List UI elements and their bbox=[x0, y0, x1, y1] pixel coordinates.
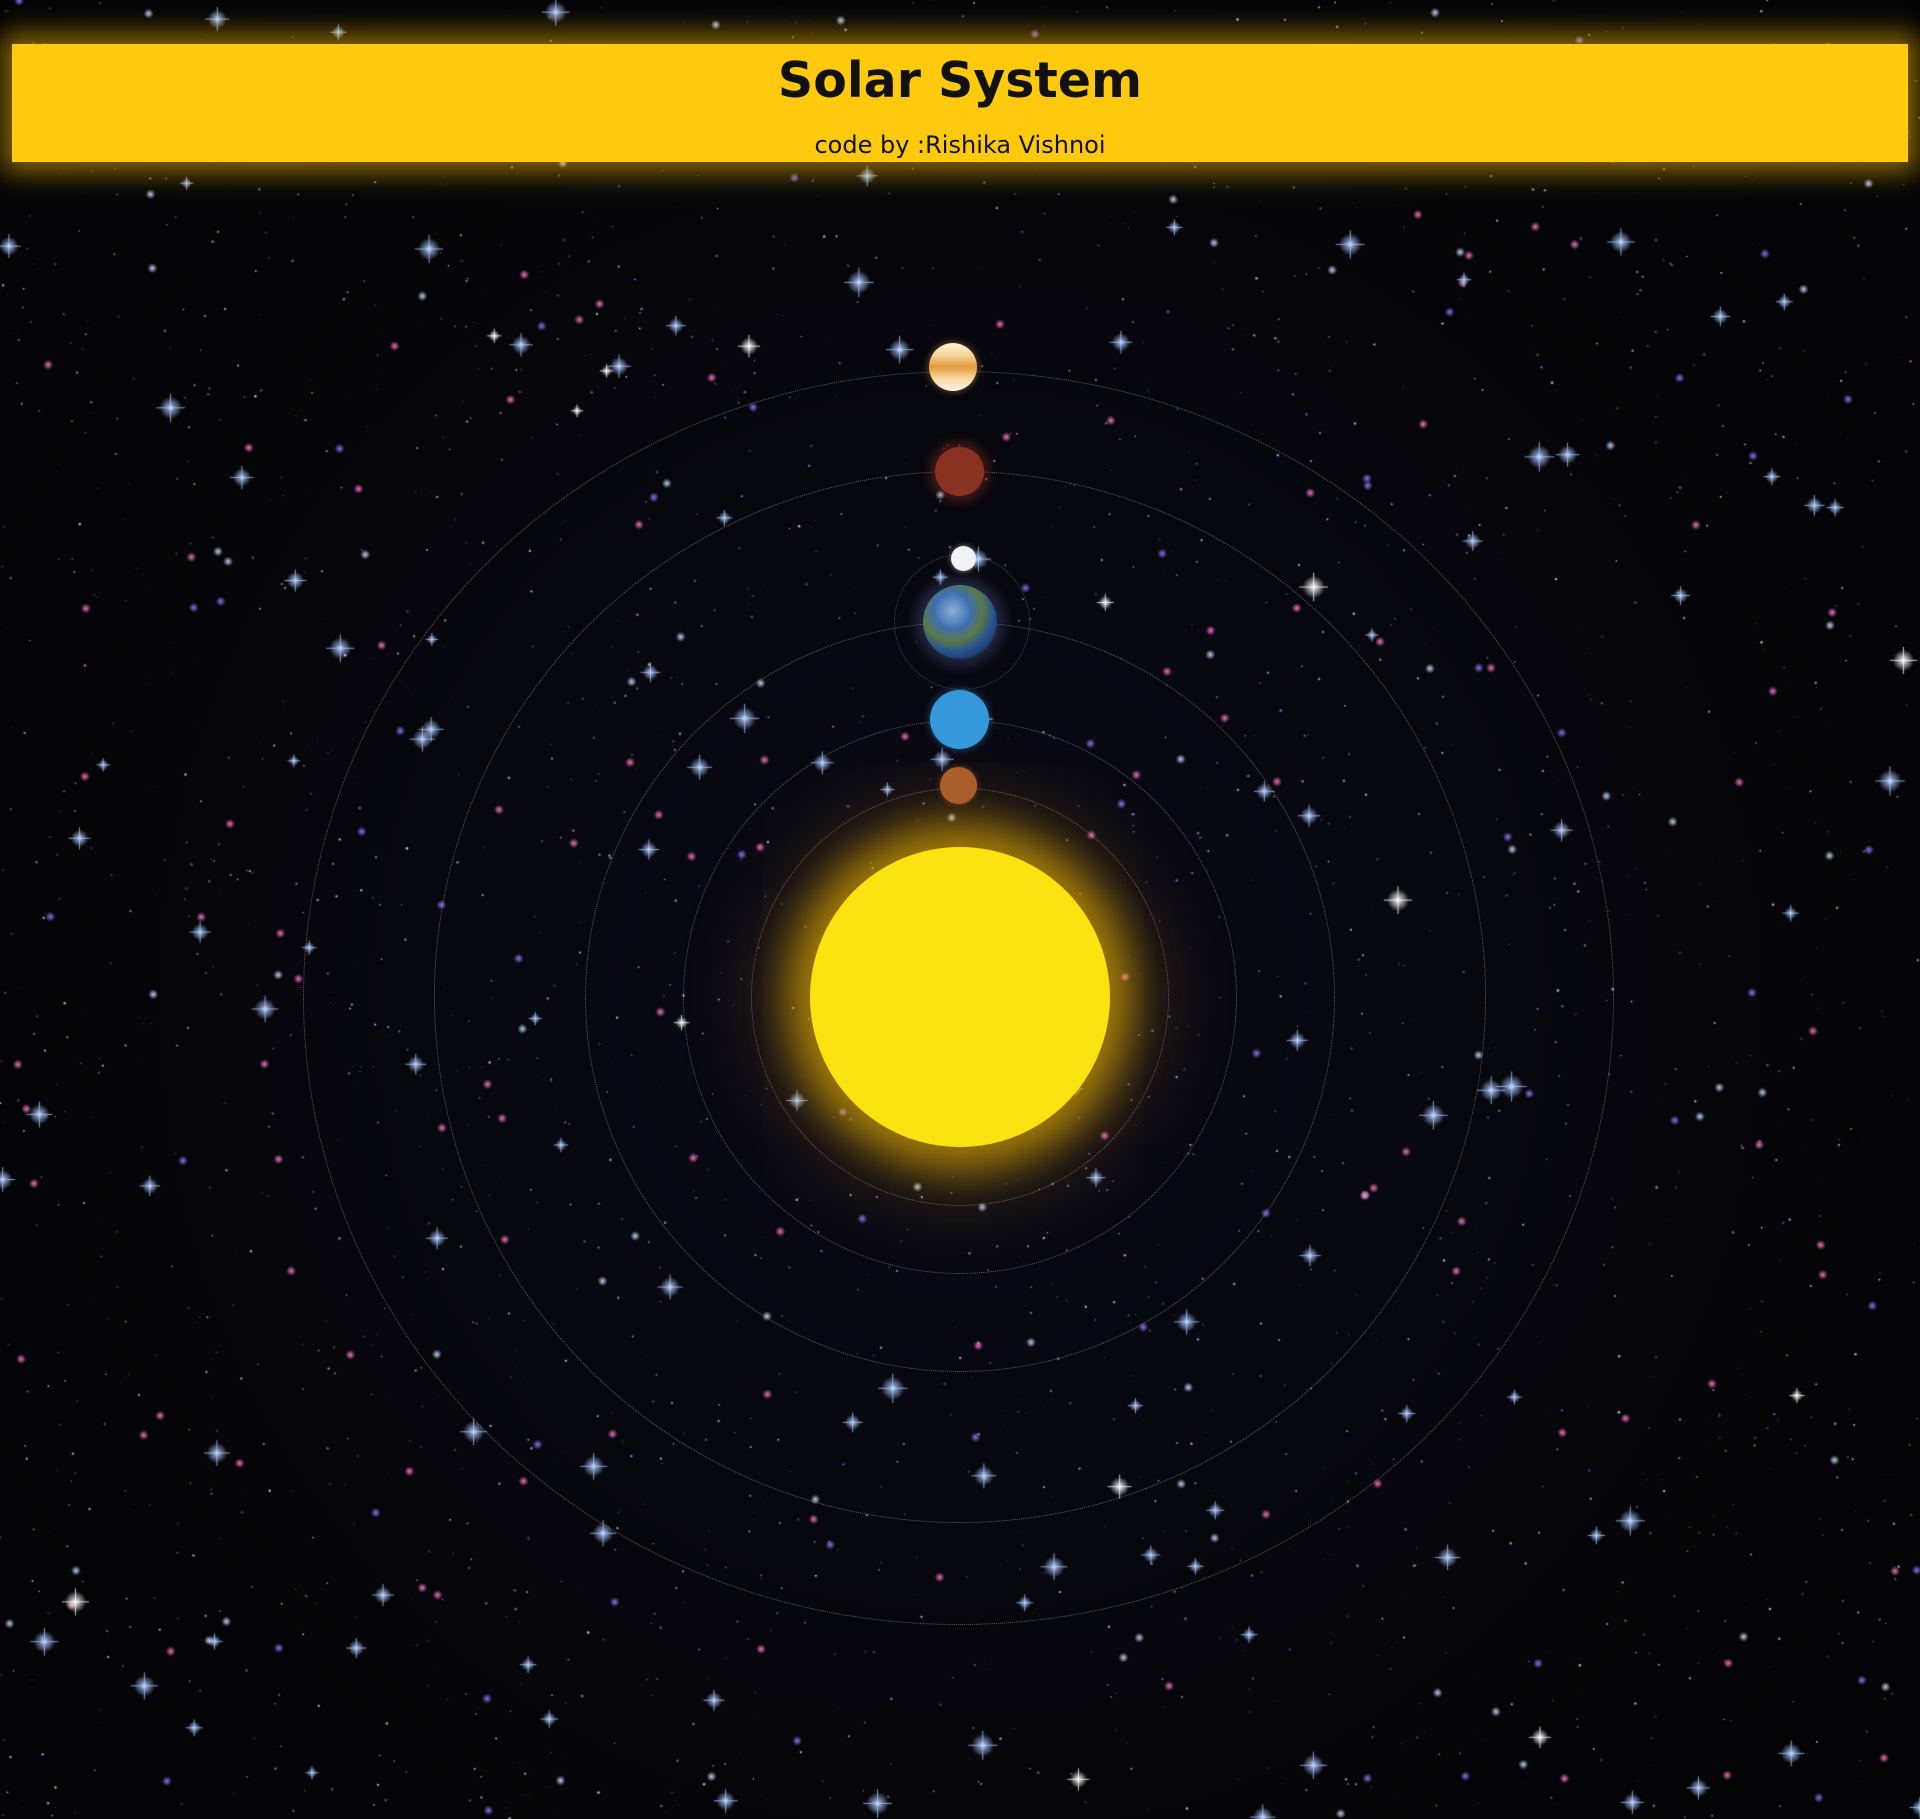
venus-icon bbox=[930, 690, 989, 749]
mars-icon bbox=[935, 447, 984, 496]
header-banner: Solar System code by :Rishika Vishnoi bbox=[12, 44, 1908, 162]
mercury-icon bbox=[940, 767, 977, 804]
author-credit: code by :Rishika Vishnoi bbox=[814, 131, 1106, 159]
jupiter-icon bbox=[929, 343, 977, 391]
sun-icon bbox=[810, 847, 1110, 1147]
earth-icon bbox=[923, 585, 997, 659]
moon-icon bbox=[951, 546, 976, 571]
page-title: Solar System bbox=[777, 52, 1143, 109]
